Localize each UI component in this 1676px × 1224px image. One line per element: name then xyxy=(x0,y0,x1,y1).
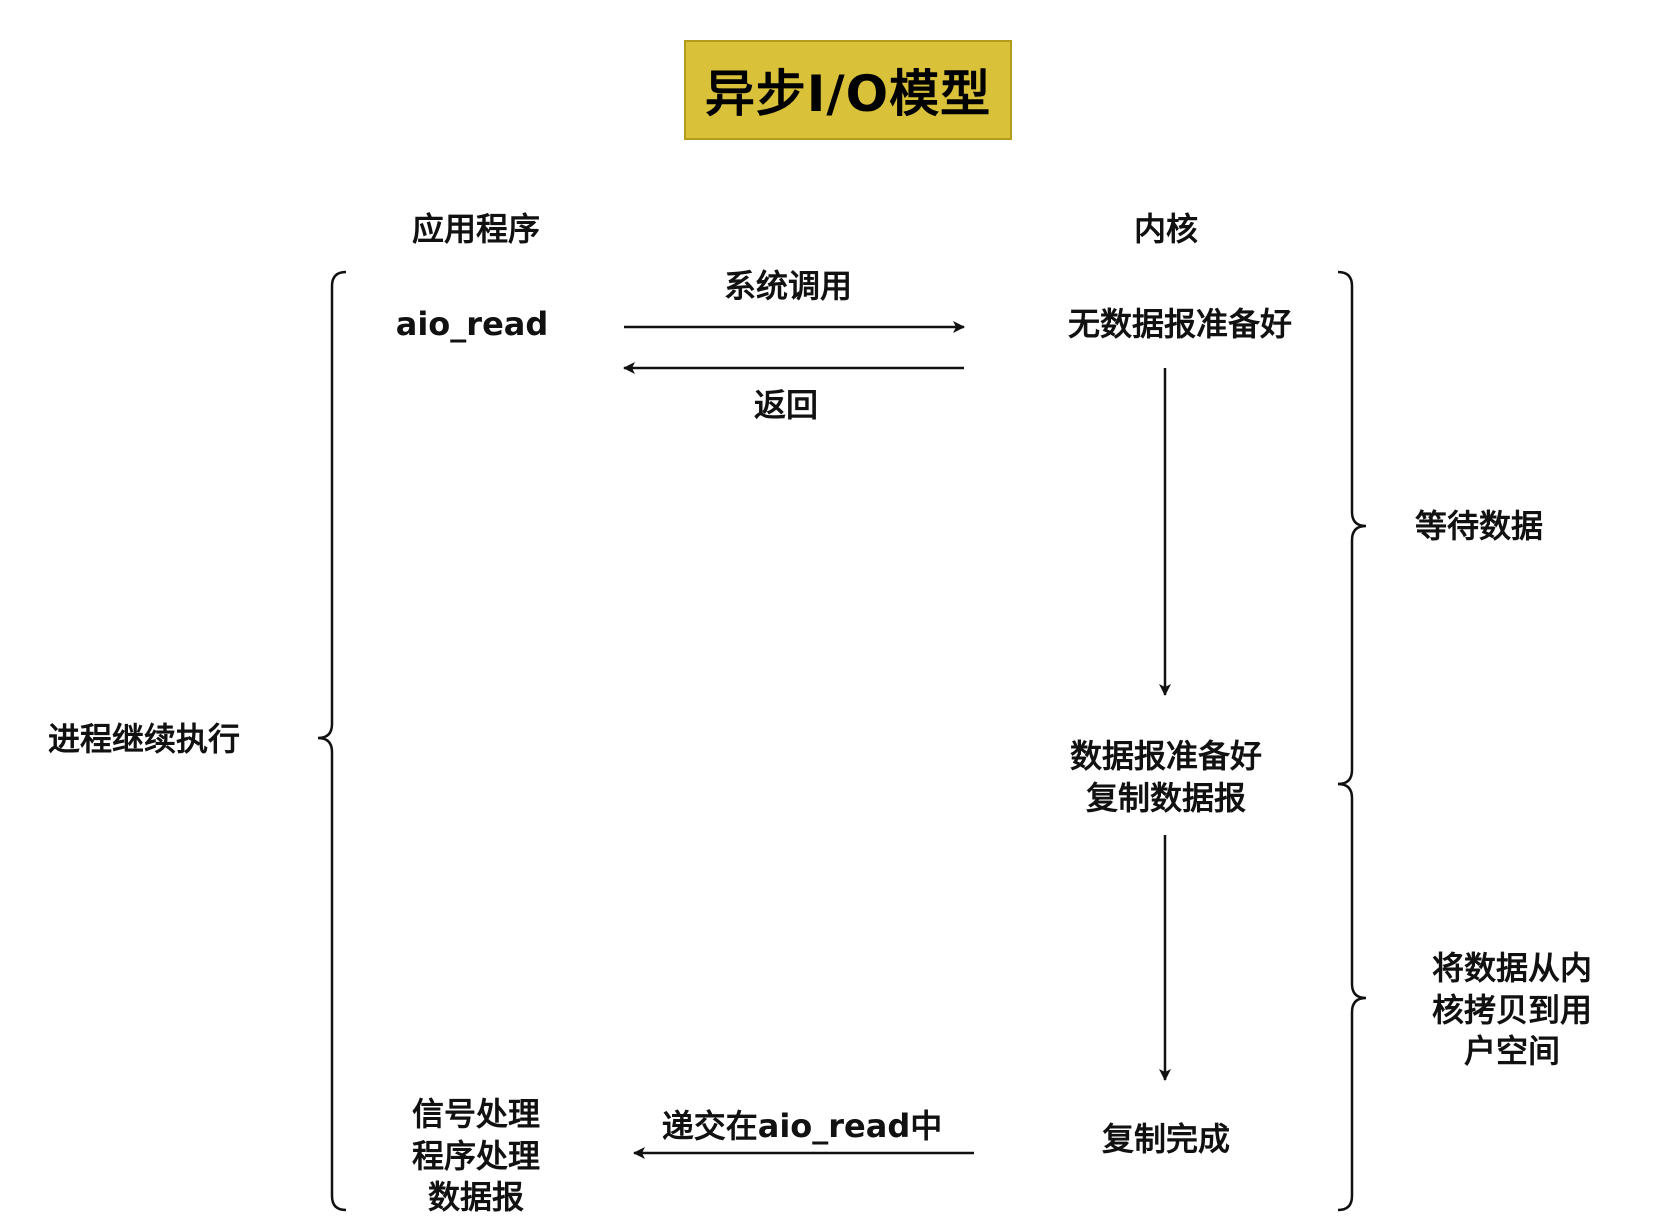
kernel-column-header: 内核 xyxy=(1133,210,1199,248)
diagram-title: 异步I/O模型 xyxy=(704,65,992,123)
aio-read-call: aio_read xyxy=(395,305,549,343)
wait-brace xyxy=(1337,270,1367,786)
process-brace xyxy=(317,270,347,1212)
signal-handler-label: 信号处理 程序处理 数据报 xyxy=(411,1095,541,1217)
copy-brace xyxy=(1337,782,1367,1212)
copy-phase-label: 将数据从内 核拷贝到用 户空间 xyxy=(1431,949,1593,1071)
app-column-header: 应用程序 xyxy=(411,210,541,248)
process-continue-label: 进程继续执行 xyxy=(48,720,241,758)
no-data-label: 无数据报准备好 xyxy=(1067,305,1293,343)
title-box: 异步I/O模型 xyxy=(684,40,1012,140)
syscall-label: 系统调用 xyxy=(723,267,853,305)
return-label: 返回 xyxy=(753,386,819,424)
copy-done-label: 复制完成 xyxy=(1101,1120,1231,1158)
wait-phase-label: 等待数据 xyxy=(1415,507,1544,545)
data-ready-label: 数据报准备好 复制数据报 xyxy=(1069,737,1263,817)
deliver-label: 递交在aio_read中 xyxy=(661,1107,943,1145)
